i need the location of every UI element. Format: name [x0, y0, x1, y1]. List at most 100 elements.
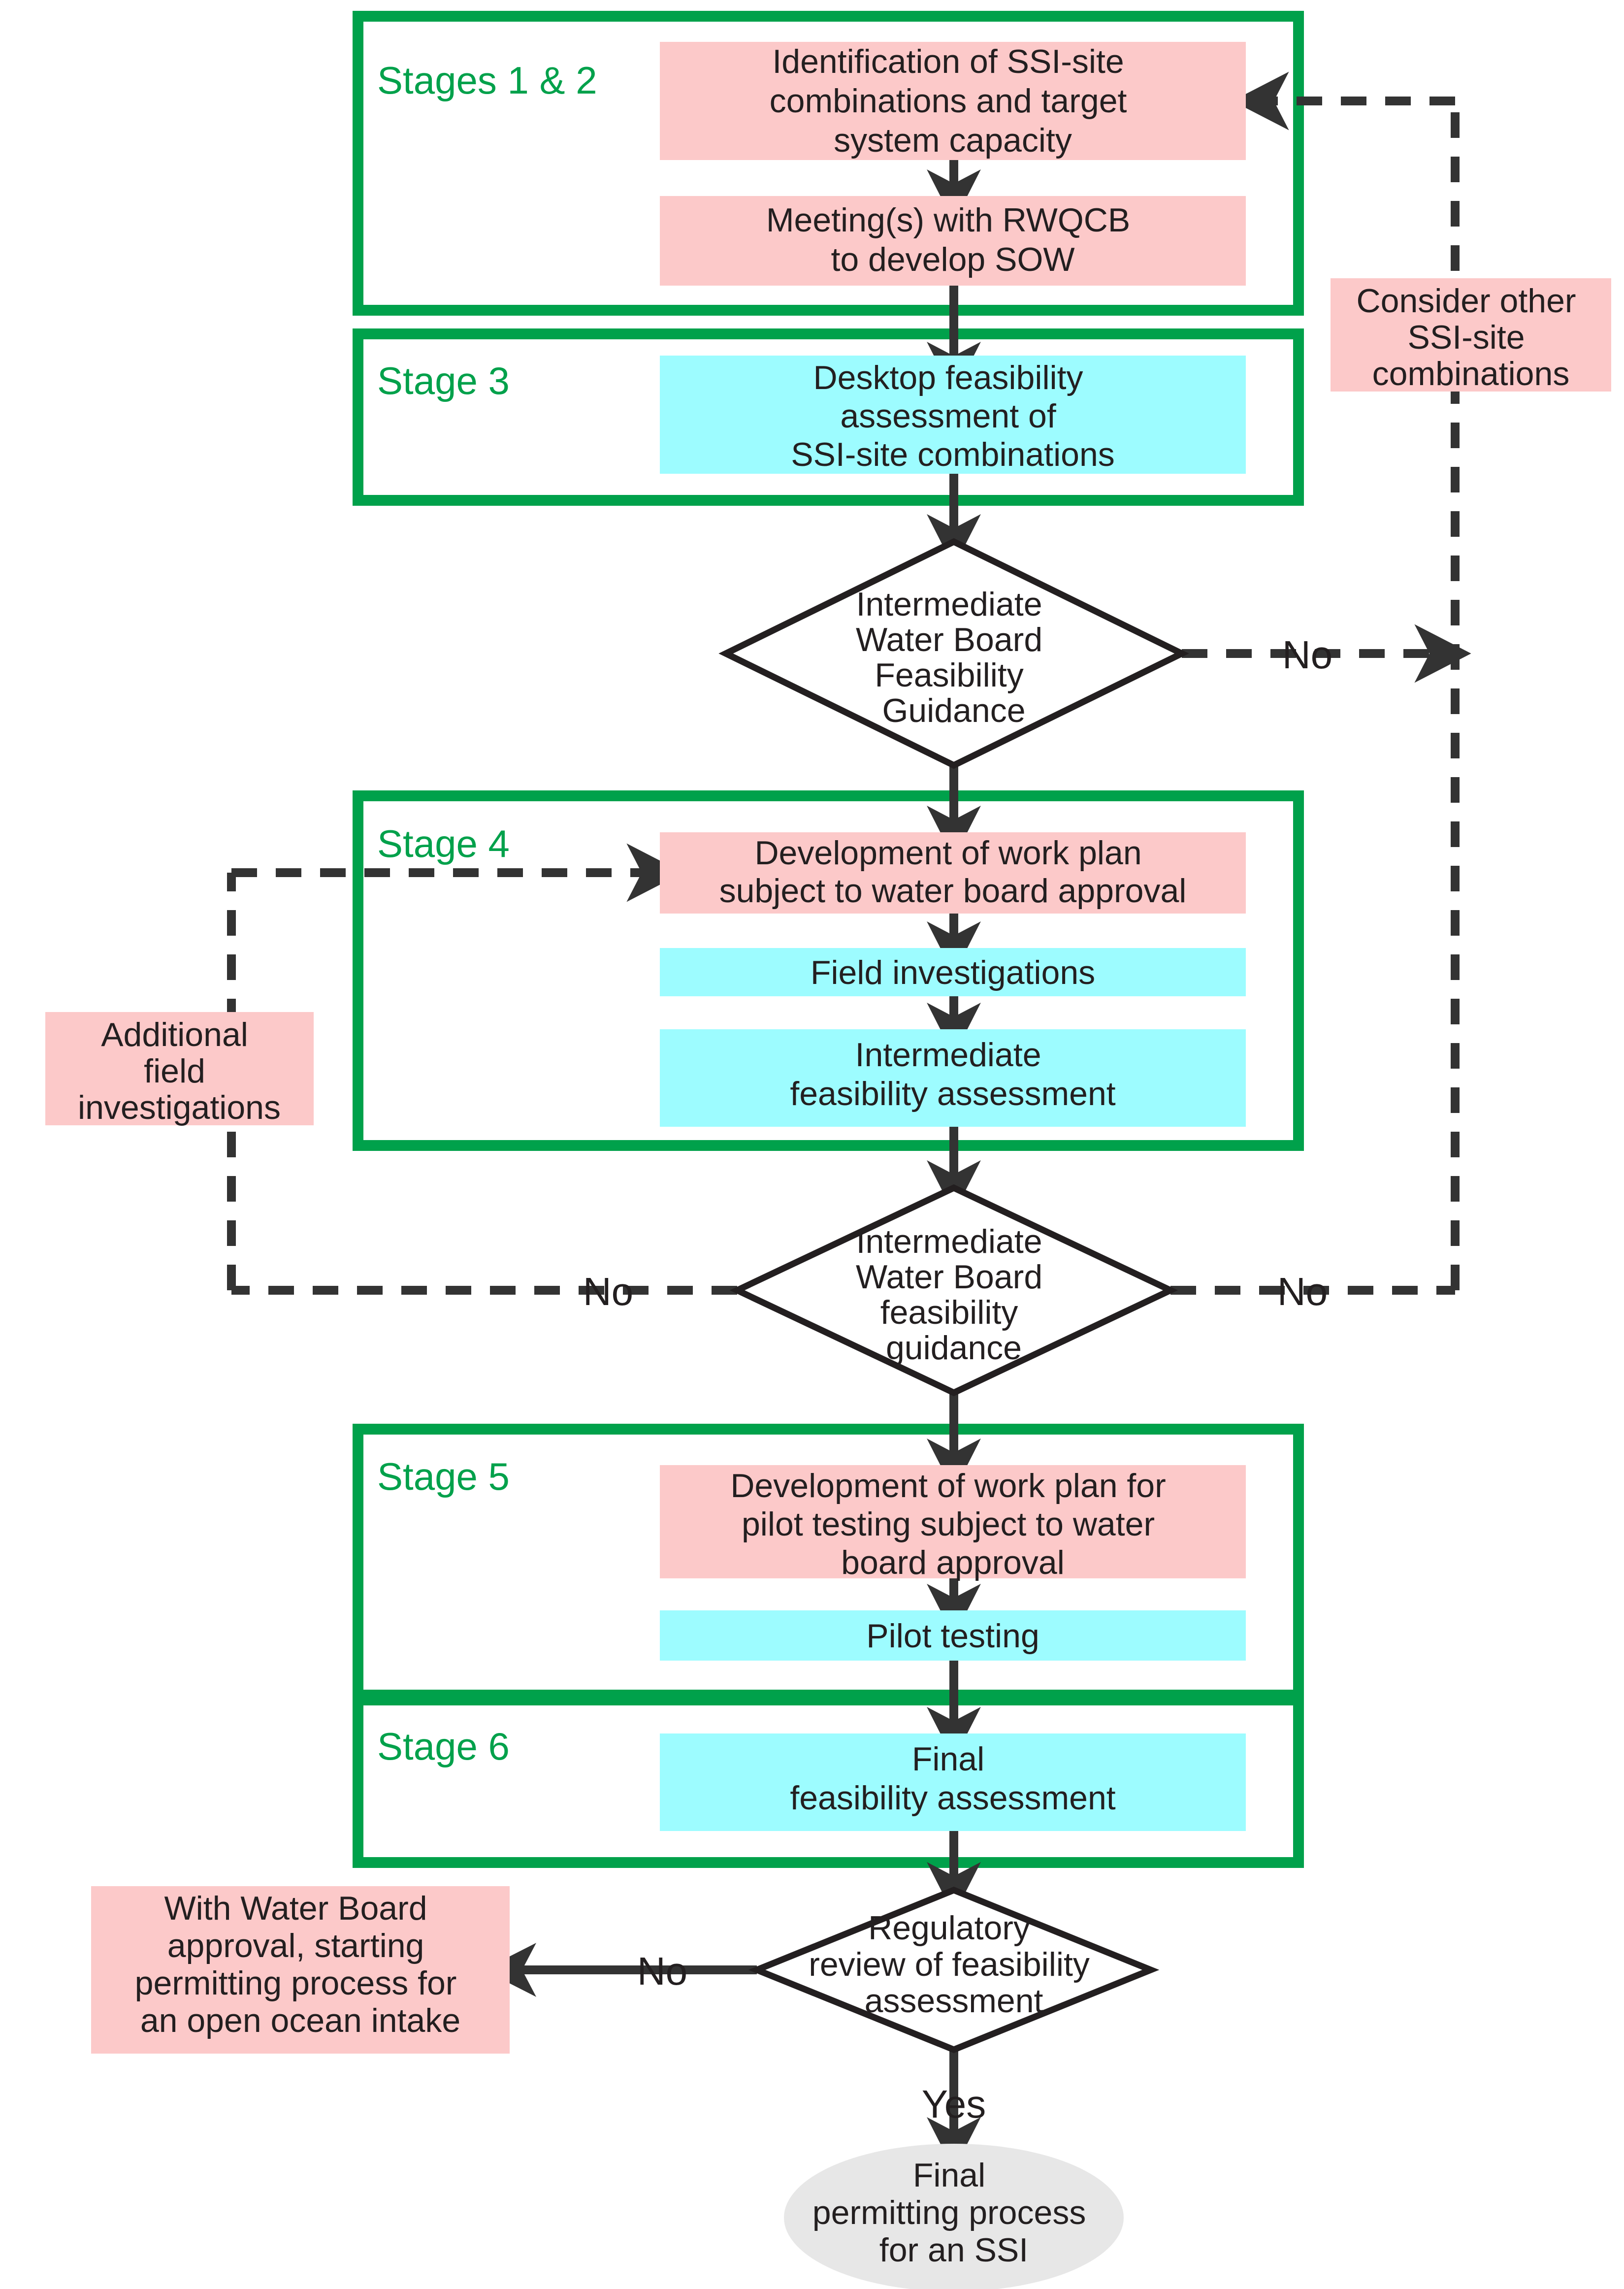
node-decision-3-line-2: assessment — [865, 1982, 1043, 2020]
node-decision-2-line-3: guidance — [886, 1329, 1022, 1367]
node-decision-1-line-0: Intermediate — [856, 586, 1042, 623]
node-field-investigations-line-0: Field investigations — [811, 954, 1095, 991]
node-intermediate-feasibility-line-1: feasibility assessment — [790, 1075, 1115, 1112]
node-pilot-testing-box — [660, 1610, 1246, 1661]
group-label-stage-3: Stage 3 — [377, 359, 510, 402]
node-field-investigations[interactable]: Field investigations — [660, 948, 1246, 996]
node-identification-line-0: Identification of SSI-site — [772, 43, 1124, 80]
node-final-permitting-line-1: permitting process — [812, 2194, 1086, 2231]
node-consider-other-line-2: combinations — [1372, 355, 1570, 392]
group-label-stages-1-2: Stages 1 & 2 — [377, 59, 597, 102]
node-pilot-work-plan-line-2: board approval — [841, 1544, 1065, 1581]
node-open-ocean-intake-box — [91, 1886, 510, 2054]
node-open-ocean-intake[interactable]: With Water Board approval, starting perm… — [91, 1886, 510, 2054]
svg-text:Final permitting process: Final permitting process for an SSI — [812, 2157, 1095, 2269]
node-desktop-feasibility-line-0: Desktop feasibility — [813, 359, 1083, 396]
edge-label-decision3-no: No — [637, 1949, 687, 1993]
node-decision-3[interactable]: Regulatory review of feasibility assessm… — [748, 1886, 1160, 2054]
node-work-plan-line-1: subject to water board approval — [719, 872, 1187, 910]
node-additional-field-line-2: investigations — [78, 1089, 281, 1126]
node-final-permitting[interactable]: Final permitting process for an SSI — [784, 2144, 1124, 2289]
node-pilot-work-plan-line-0: Development of work plan for — [730, 1467, 1166, 1504]
node-intermediate-feasibility-line-0: Intermediate — [855, 1036, 1041, 1074]
node-decision-3-shape — [748, 1886, 1160, 2054]
node-open-ocean-intake-line-0: With Water Board — [164, 1890, 427, 1927]
node-final-feasibility-line-0: Final — [912, 1740, 984, 1778]
node-open-ocean-intake-line-1: approval, starting — [167, 1927, 424, 1964]
svg-text:Development of work plan: Development of work plan subject to wate… — [719, 834, 1187, 910]
node-open-ocean-intake-line-3: an open ocean intake — [140, 2002, 460, 2039]
node-identification[interactable]: Identification of SSI-site combinations … — [660, 42, 1246, 160]
group-frame-stages-1-2 — [353, 11, 1304, 316]
edge-label-decision1-no: No — [1282, 633, 1332, 677]
group-label-stage-6: Stage 6 — [377, 1725, 510, 1768]
node-additional-field-line-0: Additional — [101, 1016, 248, 1053]
svg-text:Development of work plan for: Development of work plan for pilot testi… — [730, 1467, 1175, 1581]
node-decision-1-shape — [718, 538, 1189, 769]
group-frame-stage-3 — [353, 328, 1304, 506]
node-consider-other-line-0: Consider other — [1357, 282, 1576, 320]
group-label-stage-5: Stage 5 — [377, 1455, 510, 1498]
node-pilot-work-plan-line-1: pilot testing subject to water — [742, 1505, 1155, 1543]
node-final-permitting-line-0: Final — [913, 2157, 985, 2194]
node-intermediate-feasibility-box — [660, 1029, 1246, 1127]
svg-text:Identification of SSI-site: Identification of SSI-site combinations … — [770, 43, 1137, 159]
node-meeting-rwqcb-box — [660, 196, 1246, 286]
node-desktop-feasibility-box — [660, 356, 1246, 474]
node-pilot-testing[interactable]: Pilot testing — [660, 1610, 1246, 1661]
group-frame-stage-4 — [353, 790, 1304, 1151]
node-decision-3-line-0: Regulatory — [868, 1909, 1030, 1947]
node-decision-1[interactable]: Intermediate Water Board Feasibility Gui… — [718, 538, 1189, 769]
node-meeting-rwqcb[interactable]: Meeting(s) with RWQCB to develop SOW — [660, 196, 1246, 286]
svg-text:Additional field i: Additional field investigations — [78, 1016, 281, 1126]
svg-text:Field investigations: Field investigations — [811, 954, 1095, 991]
node-desktop-feasibility-line-2: SSI-site combinations — [791, 436, 1115, 473]
svg-text:Consider other SSI-site: Consider other SSI-site combinations — [1357, 282, 1586, 392]
svg-text:Pilot testing: Pilot testing — [866, 1617, 1039, 1655]
edge-label-decision3-yes: Yes — [922, 2082, 986, 2126]
node-additional-field[interactable]: Additional field investigations — [45, 1012, 314, 1126]
node-identification-line-2: system capacity — [834, 122, 1072, 159]
node-consider-other[interactable]: Consider other SSI-site combinations — [1331, 278, 1611, 392]
node-desktop-feasibility[interactable]: Desktop feasibility assessment of SSI-si… — [660, 356, 1246, 474]
node-decision-2-shape — [729, 1184, 1178, 1397]
node-additional-field-line-1: field — [144, 1052, 205, 1090]
node-decision-1-line-2: Feasibility — [875, 656, 1023, 694]
node-work-plan[interactable]: Development of work plan subject to wate… — [660, 832, 1246, 914]
edge-label-decision2-no-right: No — [1277, 1270, 1328, 1313]
node-decision-2[interactable]: Intermediate Water Board feasibility gui… — [729, 1184, 1178, 1397]
node-work-plan-box — [660, 832, 1246, 914]
node-field-investigations-box — [660, 948, 1246, 996]
node-additional-field-box — [45, 1012, 314, 1125]
node-final-feasibility-line-1: feasibility assessment — [790, 1779, 1115, 1817]
node-pilot-testing-line-0: Pilot testing — [866, 1617, 1039, 1655]
node-final-feasibility-box — [660, 1733, 1246, 1831]
node-identification-line-1: combinations and target — [770, 82, 1127, 120]
group-label-stage-4: Stage 4 — [377, 822, 510, 865]
node-decision-1-line-3: Guidance — [882, 692, 1025, 729]
node-final-feasibility[interactable]: Final feasibility assessment — [660, 1733, 1246, 1831]
node-consider-other-line-1: SSI-site — [1408, 319, 1525, 356]
svg-text:Final feasibility assess: Final feasibility assessment — [790, 1740, 1115, 1817]
node-pilot-work-plan[interactable]: Development of work plan for pilot testi… — [660, 1465, 1246, 1581]
node-final-permitting-shape — [784, 2144, 1124, 2289]
svg-text:Intermediate Water Board: Intermediate Water Board feasibility gui… — [856, 1223, 1052, 1367]
node-intermediate-feasibility[interactable]: Intermediate feasibility assessment — [660, 1029, 1246, 1127]
node-open-ocean-intake-line-2: permitting process for — [135, 1964, 457, 2002]
node-identification-box — [660, 42, 1246, 160]
svg-text:Intermediate Water Board: Intermediate Water Board Feasibility Gui… — [856, 586, 1052, 729]
node-final-permitting-line-2: for an SSI — [879, 2231, 1028, 2269]
svg-text:Regulatory review of fea: Regulatory review of feasibility assessm… — [809, 1909, 1099, 2020]
node-decision-2-line-2: feasibility — [880, 1294, 1018, 1331]
node-decision-2-line-0: Intermediate — [856, 1223, 1042, 1260]
node-work-plan-line-0: Development of work plan — [754, 834, 1141, 872]
svg-text:Meeting(s) with RWQCB to: Meeting(s) with RWQCB to develop SOW — [766, 201, 1139, 278]
svg-text:Desktop feasibility asse: Desktop feasibility assessment of SSI-si… — [791, 359, 1115, 473]
node-decision-2-line-1: Water Board — [856, 1258, 1042, 1296]
svg-text:Intermediate feasibility: Intermediate feasibility assessment — [790, 1036, 1115, 1112]
edge-label-decision2-no-left: No — [583, 1270, 633, 1313]
node-consider-other-box — [1331, 278, 1611, 392]
node-meeting-rwqcb-line-0: Meeting(s) with RWQCB — [766, 201, 1130, 239]
